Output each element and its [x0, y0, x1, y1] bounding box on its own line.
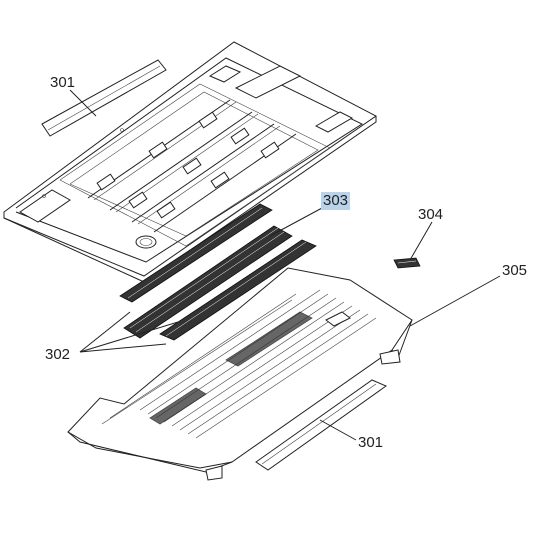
label-302: 302 [45, 346, 71, 363]
part-304-clip [393, 257, 421, 269]
leader-lines [69, 89, 501, 441]
label-303-highlighted[interactable]: 303 [321, 192, 351, 210]
part-302-filters [119, 203, 317, 341]
label-305: 305 [502, 262, 528, 279]
part-main-frame [3, 41, 377, 283]
label-301-bottom: 301 [358, 434, 384, 451]
part-301-bottom-strip [255, 379, 388, 471]
label-301-top: 301 [50, 74, 76, 91]
label-304: 304 [418, 206, 444, 223]
part-305-lower-panel [67, 267, 413, 481]
part-301-top-strip [41, 59, 167, 137]
